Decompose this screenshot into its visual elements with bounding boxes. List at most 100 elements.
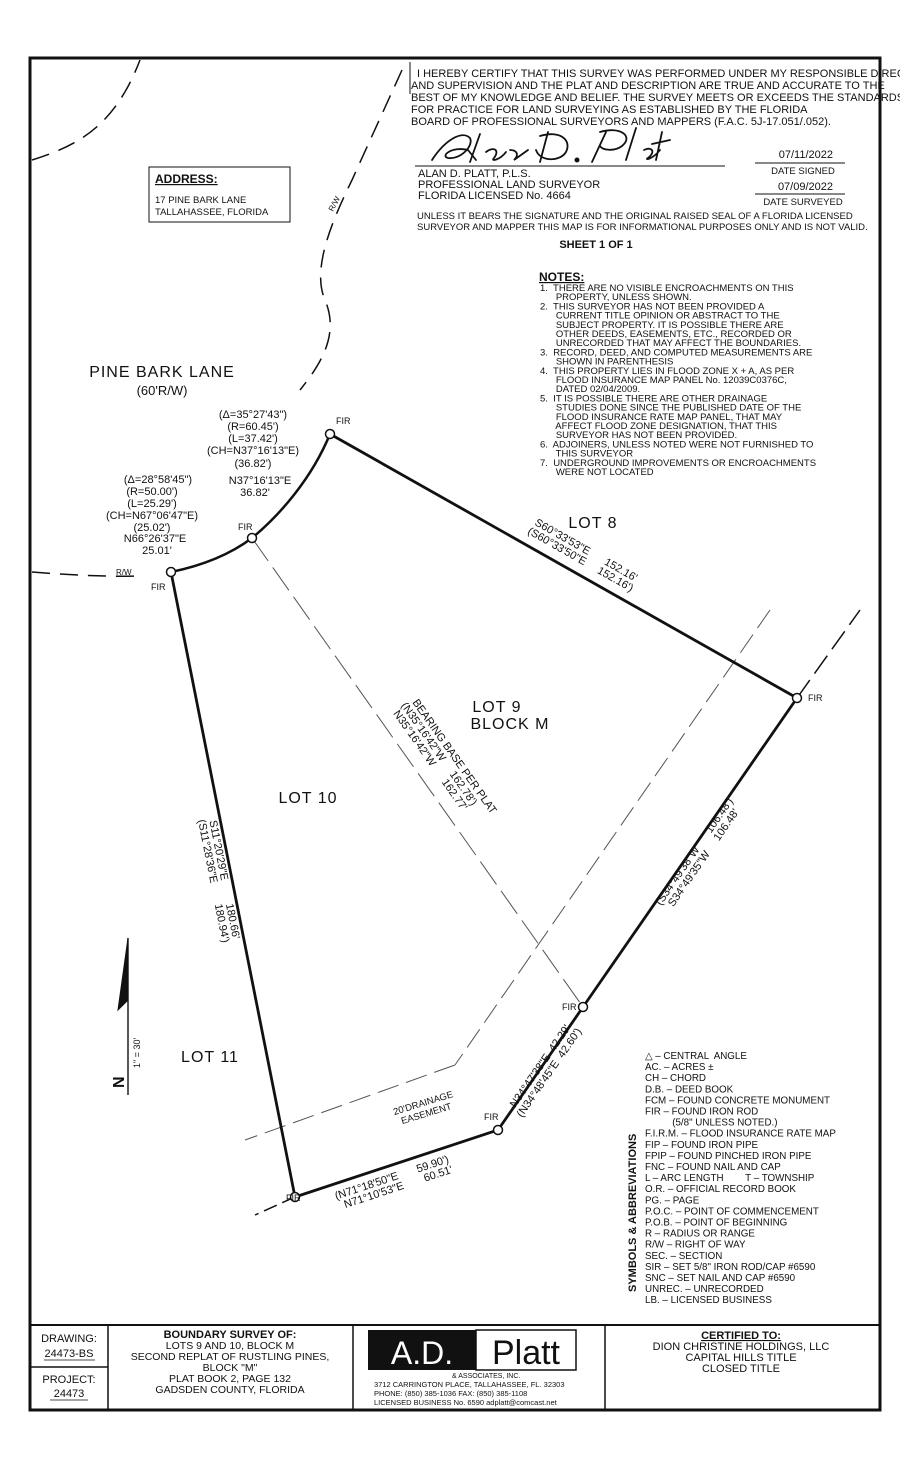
curve-1-distance: 36.82' xyxy=(240,487,270,499)
seal-notice-2: SURVEYOR AND MAPPER THIS MAP IS FOR INFO… xyxy=(417,222,868,233)
curve-2-chord-length: (25.02') xyxy=(134,522,171,534)
certified-line-2: CAPITAL HILLS TITLE xyxy=(685,1352,796,1364)
symbol-line-17: R – RADIUS OR RANGE xyxy=(645,1229,755,1240)
cert-line-3: BEST OF MY KNOWLEDGE AND BELIEF. THE SUR… xyxy=(411,92,900,104)
lot-10-label: LOT 10 xyxy=(278,790,337,807)
survey-line-2: SECOND REPLAT OF RUSTLING PINES, xyxy=(131,1351,330,1363)
note-line-12: DATED 02/04/2009. xyxy=(540,384,640,395)
note-line-8: 3. RECORD, DEED, AND COMPUTED MEASUREMEN… xyxy=(540,347,812,358)
survey-map: R/W R/W FIR FIR FIR FIR FIR FIR FIR xyxy=(31,59,861,1216)
note-line-19: THIS SURVEYOR xyxy=(540,449,633,460)
curve-1-chord: (CH=N37°16'13"E) xyxy=(207,445,299,457)
symbol-line-6: FIR – FOUND IRON ROD xyxy=(645,1107,758,1118)
fir-marker-southwest xyxy=(289,1191,301,1203)
southeast-line-labels: N34°47'38"E (N34°48'45"E 42.29' 42.60') xyxy=(508,1023,585,1120)
fir-label-east: FIR xyxy=(808,693,823,703)
easement-line-a xyxy=(454,609,771,1066)
sheet-number: SHEET 1 OF 1 xyxy=(559,239,632,251)
north-letter: N xyxy=(111,1076,128,1088)
property-boundary xyxy=(169,432,800,1199)
certification-block: I HEREBY CERTIFY THAT THIS SURVEY WAS PE… xyxy=(409,62,900,251)
street-name: PINE BARK LANE xyxy=(89,364,235,381)
project-number: 24473 xyxy=(54,1388,85,1400)
curve-1-chord-length: (36.82') xyxy=(235,458,272,470)
project-label: PROJECT: xyxy=(42,1374,95,1386)
title-block: DRAWING: 24473-BS PROJECT: 24473 BOUNDAR… xyxy=(30,1324,880,1410)
symbol-line-9: FIP – FOUND IRON PIPE xyxy=(645,1140,759,1151)
fir-label-curve: FIR xyxy=(238,522,253,532)
symbol-line-16: P.O.B. – POINT OF BEGINNING xyxy=(645,1218,787,1229)
cert-line-4: FOR PRACTICE FOR LAND SURVEYING AS ESTAB… xyxy=(411,104,808,116)
cert-line-5: BOARD OF PROFESSIONAL SURVEYORS AND MAPP… xyxy=(411,116,831,128)
symbol-line-2: AC. – ACRES ± xyxy=(645,1062,714,1073)
fir-label-southeast: FIR xyxy=(562,1002,577,1012)
symbol-line-3: CH – CHORD xyxy=(645,1073,706,1084)
bearing-base-line xyxy=(251,537,584,1008)
address-line-1: 17 PINE BARK LANE xyxy=(155,195,246,206)
note-line-18: 6. ADJOINERS, UNLESS NOTED WERE NOT FURN… xyxy=(540,439,813,450)
symbol-line-5: FCM – FOUND CONCRETE MONUMENT xyxy=(645,1095,830,1106)
symbol-line-7: (5/8" UNLESS NOTED.) xyxy=(645,1118,778,1129)
notes-block: NOTES: 1. THERE ARE NO VISIBLE ENCROACHM… xyxy=(539,270,816,478)
rw-dashed-line-top xyxy=(31,59,141,161)
rw-dashed-line-left xyxy=(31,571,141,578)
notes-list: 1. THERE ARE NO VISIBLE ENCROACHMENTS ON… xyxy=(540,283,816,478)
survey-line-4: PLAT BOOK 2, PAGE 132 xyxy=(169,1373,291,1385)
survey-title: BOUNDARY SURVEY OF: xyxy=(164,1329,297,1341)
fir-label-north: FIR xyxy=(336,416,351,426)
notes-title: NOTES: xyxy=(539,270,584,284)
surveyor-license: FLORIDA LICENSED No. 4664 xyxy=(418,190,571,202)
fir-marker-southeast xyxy=(577,1001,589,1013)
address-box: ADDRESS: 17 PINE BARK LANE TALLAHASSEE, … xyxy=(148,166,291,223)
curve-2-bearing: N66°26'37"E xyxy=(124,533,186,545)
date-signed-label: DATE SIGNED xyxy=(771,166,835,177)
logo-dark-block xyxy=(368,1330,476,1370)
date-surveyed-label: DATE SURVEYED xyxy=(763,197,843,208)
rw-label-lower: R/W xyxy=(116,568,132,577)
note-line-10: 4. THIS PROPERTY LIES IN FLOOD ZONE X + … xyxy=(540,366,794,377)
rw-label-upper: R/W xyxy=(327,195,342,213)
curve-2-chord: (CH=N67°06'47"E) xyxy=(106,510,198,522)
note-line-11: FLOOD INSURANCE MAP PANEL No. 12039C0376… xyxy=(540,375,787,386)
fir-label-west: FIR xyxy=(151,582,166,592)
symbol-line-12: L – ARC LENGTH T – TOWNSHIP xyxy=(645,1173,815,1184)
symbol-line-13: O.R. – OFFICIAL RECORD BOOK xyxy=(645,1184,796,1195)
lot-9-label: LOT 9 xyxy=(472,699,521,716)
fir-label-southwest: FIR xyxy=(286,1193,301,1203)
fir-marker-west xyxy=(165,566,177,578)
curve-1-radius: (R=60.45') xyxy=(227,421,278,433)
address-line-2: TALLAHASSEE, FLORIDA xyxy=(155,207,269,218)
firm-address: 3712 CARRINGTON PLACE, TALLAHASSEE, FL. … xyxy=(374,1380,565,1389)
note-line-4: CURRENT TITLE OPINION OR ABSTRACT TO THE xyxy=(540,311,780,322)
lot-11-label: LOT 11 xyxy=(181,1049,239,1066)
note-line-16: AFFECT FLOOD ZONE DESIGNATION, THAT THIS xyxy=(540,421,777,432)
symbol-line-20: SIR – SET 5/8" IRON ROD/CAP #6590 xyxy=(645,1262,816,1273)
surveyor-signature xyxy=(431,127,671,163)
south-line-labels: (N71°18'50"E N71°10'53"E 59.90') 60.51' xyxy=(333,1154,454,1211)
firm-associates: & ASSOCIATES, INC. xyxy=(452,1373,520,1380)
survey-line-5: GADSDEN COUNTY, FLORIDA xyxy=(155,1384,304,1396)
symbol-line-19: SEC. – SECTION xyxy=(645,1251,722,1262)
west-line-labels: S11°20'29"E (S11°28'36"E 180.66' 180.94'… xyxy=(195,818,242,943)
lot-8-label: LOT 8 xyxy=(568,515,617,532)
symbols-legend: SYMBOLS & ABBREVIATIONS △ – CENTRAL ANGL… xyxy=(627,1051,836,1306)
fir-marker-north xyxy=(324,428,336,440)
note-line-20: 7. UNDERGROUND IMPROVEMENTS OR ENCROACHM… xyxy=(540,458,816,469)
note-line-1: 1. THERE ARE NO VISIBLE ENCROACHMENTS ON… xyxy=(540,283,794,294)
symbol-line-21: SNC – SET NAIL AND CAP #6590 xyxy=(645,1273,796,1284)
certified-line-1: DION CHRISTINE HOLDINGS, LLC xyxy=(653,1341,830,1353)
fir-label-south: FIR xyxy=(484,1112,499,1122)
symbols-title: SYMBOLS & ABBREVIATIONS xyxy=(627,1134,639,1292)
symbol-line-14: PG. – PAGE xyxy=(645,1195,700,1206)
certified-title: CERTIFIED TO: xyxy=(701,1330,781,1342)
fir-marker-south xyxy=(492,1124,504,1136)
address-title: ADDRESS: xyxy=(155,172,218,186)
date-surveyed: 07/09/2022 xyxy=(778,181,833,193)
note-line-21: WERE NOT LOCATED xyxy=(540,467,654,478)
monuments xyxy=(165,428,803,1203)
drawing-label: DRAWING: xyxy=(41,1333,97,1345)
firm-logo: A.D. Platt xyxy=(368,1329,577,1372)
surveyor-title: PROFESSIONAL LAND SURVEYOR xyxy=(418,179,600,191)
